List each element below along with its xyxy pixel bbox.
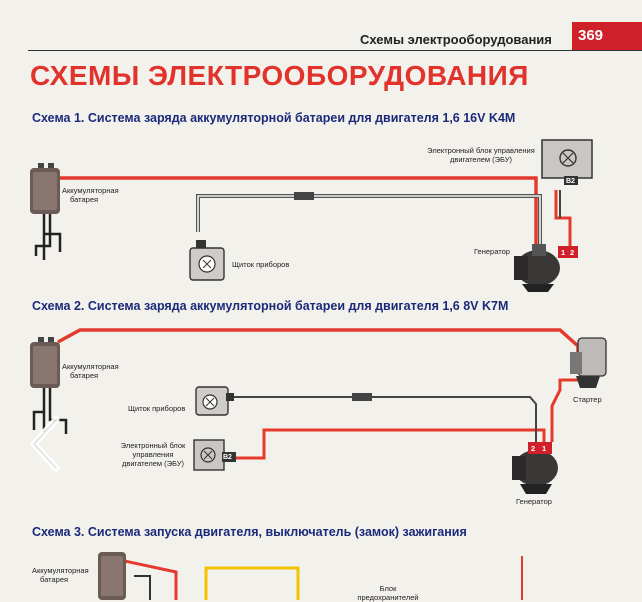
scheme-2-ecu-pin: B2 [223,454,232,461]
scheme-2-generator-label: Генератор [516,497,552,506]
scheme-3-fuse-box-label: Блок предохранителей [357,584,419,602]
scheme-2-diagram [30,328,607,494]
page-title: СХЕМЫ ЭЛЕКТРООБОРУДОВАНИЯ [30,60,529,91]
scheme-1-gen-pin-2: 2 [570,248,575,257]
scheme-2-starter-label: Стартер [573,395,602,404]
scheme-2-gen-pin-1: 1 [542,444,547,453]
scheme-1-ecu-pin: B2 [566,178,575,185]
scheme-3-diagram [98,552,523,600]
scheme-1-title: Схема 1. Система заряда аккумуляторной б… [32,111,516,125]
scheme-2-battery-label: Аккумуляторная батарея [62,362,119,380]
battery-icon [30,337,68,434]
scheme-2-title: Схема 2. Система заряда аккумуляторной б… [32,299,509,313]
scheme-1-battery-label: Аккумуляторная батарея [62,186,119,204]
instrument-panel-icon [195,386,234,416]
scheme-1-generator-label: Генератор [474,247,510,256]
scheme-2-ecu-label: Электронный блок управления двигателем (… [120,441,186,468]
scheme-1-diagram [30,139,593,292]
ecu-icon [541,139,593,185]
running-header-title: Схемы электрооборудования [360,32,552,47]
instrument-panel-icon [189,240,225,281]
page-number: 369 [572,22,642,50]
starter-icon [570,337,607,388]
scheme-3-battery-label: Аккумуляторная батарея [32,566,89,584]
battery-icon [98,552,126,600]
ecu-icon [193,439,236,471]
generator-icon [512,442,558,494]
generator-icon [514,244,578,292]
header-rule [28,50,642,51]
scheme-3-title: Схема 3. Система запуска двигателя, выкл… [32,525,467,539]
scheme-2-gen-pin-2: 2 [531,444,536,453]
scheme-1-gen-pin-1: 1 [561,248,566,257]
scheme-2-instrument-panel-label: Щиток приборов [128,404,186,413]
previous-page-button[interactable] [22,414,70,474]
scheme-1-ecu-label: Электронный блок управления двигателем (… [427,146,535,164]
chevron-left-icon [30,416,60,472]
scheme-1-instrument-panel-label: Щиток приборов [232,260,290,269]
battery-icon [30,163,62,260]
